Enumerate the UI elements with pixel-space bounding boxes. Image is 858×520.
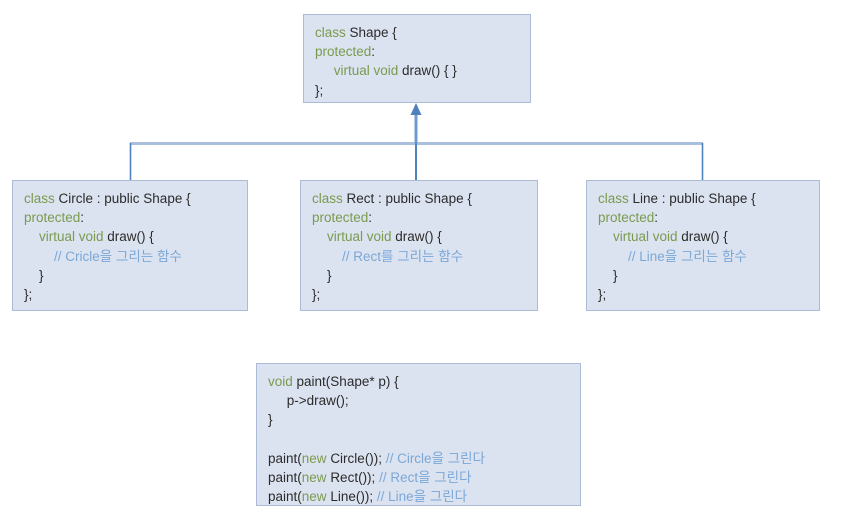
- code-line: }: [312, 266, 527, 285]
- code-token-id: paint(: [268, 489, 302, 505]
- code-token-kw: new: [301, 450, 331, 466]
- code-token-id: };: [315, 82, 324, 98]
- code-line: };: [312, 285, 527, 304]
- code-line: class Circle : public Shape {: [24, 189, 237, 208]
- code-token-id: paint(Shape* p) {: [296, 374, 399, 389]
- code-line: };: [598, 285, 809, 304]
- code-token-kw: new: [301, 489, 331, 505]
- code-token-id: };: [312, 287, 321, 303]
- code-line: virtual void draw() { }: [315, 61, 520, 80]
- code-line: class Shape {: [315, 23, 520, 42]
- code-token-id: :: [368, 210, 373, 226]
- code-token-id: draw() {: [395, 229, 442, 245]
- code-line: void paint(Shape* p) {: [268, 372, 570, 391]
- code-token-id: [312, 249, 342, 264]
- code-token-id: Rect : public Shape {: [346, 191, 472, 206]
- code-token-cm: // Line을 그리는 함수: [628, 248, 747, 264]
- code-line: // Line을 그리는 함수: [598, 247, 809, 266]
- code-token-kw: void: [268, 374, 297, 389]
- code-line: virtual void draw() {: [598, 227, 809, 246]
- code-token-id: paint(: [268, 470, 302, 486]
- class-box-shape: class Shape {protected: virtual void dra…: [303, 14, 531, 103]
- code-token-id: draw() {: [681, 229, 728, 245]
- code-token-id: :: [371, 44, 376, 60]
- code-token-id: Circle());: [330, 450, 386, 466]
- code-line: protected:: [598, 208, 809, 227]
- class-box-circle: class Circle : public Shape {protected: …: [12, 180, 248, 311]
- code-token-kw: new: [301, 470, 331, 486]
- code-token-cm: // Circle을 그린다: [385, 450, 485, 466]
- code-token-id: [598, 249, 628, 264]
- code-token-id: [24, 249, 54, 264]
- code-token-id: :: [80, 210, 85, 226]
- code-token-kw: virtual void: [613, 229, 682, 245]
- code-token-kw: class: [312, 191, 347, 206]
- code-token-id: [268, 432, 272, 447]
- code-line: [268, 430, 570, 449]
- code-token-cm: // Rect를 그리는 함수: [342, 248, 464, 264]
- code-token-id: Rect());: [330, 470, 380, 486]
- code-token-kw: class: [315, 25, 350, 40]
- code-token-cm: // Rect을 그린다: [379, 470, 472, 486]
- code-token-id: [24, 229, 39, 244]
- code-line: }: [598, 266, 809, 285]
- code-token-kw: class: [24, 191, 59, 206]
- code-line: protected:: [24, 208, 237, 227]
- code-token-id: }: [312, 267, 332, 283]
- code-line: // Cricle을 그리는 함수: [24, 247, 237, 266]
- code-token-id: p->draw();: [268, 393, 349, 409]
- code-line: };: [315, 81, 520, 100]
- code-token-kw: protected: [598, 210, 655, 226]
- code-token-id: }: [268, 412, 273, 428]
- code-line: paint(new Line()); // Line을 그린다: [268, 487, 570, 505]
- code-line: }: [268, 410, 570, 429]
- class-box-rect: class Rect : public Shape {protected: vi…: [300, 180, 538, 311]
- code-line: virtual void draw() {: [312, 227, 527, 246]
- code-token-kw: virtual void: [39, 229, 108, 245]
- code-line: paint(new Rect()); // Rect을 그린다: [268, 468, 570, 487]
- code-line: protected:: [315, 42, 520, 61]
- code-line: class Line : public Shape {: [598, 189, 809, 208]
- code-token-id: Line : public Shape {: [632, 191, 756, 206]
- code-token-id: }: [24, 267, 44, 283]
- code-line: virtual void draw() {: [24, 227, 237, 246]
- code-box-paint: void paint(Shape* p) { p->draw();} paint…: [256, 363, 581, 506]
- code-line: class Rect : public Shape {: [312, 189, 527, 208]
- code-token-id: };: [598, 287, 607, 303]
- code-token-id: paint(: [268, 450, 302, 466]
- code-token-id: :: [654, 210, 659, 226]
- code-token-cm: // Line을 그린다: [376, 489, 468, 505]
- code-token-kw: virtual void: [327, 229, 396, 245]
- code-token-id: draw() { }: [402, 63, 457, 79]
- code-token-cm: // Cricle을 그리는 함수: [54, 248, 182, 264]
- code-token-id: Circle : public Shape {: [58, 191, 191, 206]
- code-token-id: Shape {: [349, 25, 397, 40]
- class-box-line: class Line : public Shape {protected: vi…: [586, 180, 820, 311]
- code-token-kw: virtual void: [333, 63, 403, 79]
- code-token-id: };: [24, 287, 33, 303]
- code-line: // Rect를 그리는 함수: [312, 247, 527, 266]
- code-line: p->draw();: [268, 391, 570, 410]
- code-token-id: }: [598, 267, 618, 283]
- code-token-kw: protected: [312, 210, 369, 226]
- code-token-id: [598, 229, 613, 244]
- inheritance-arrowhead-icon: [410, 103, 422, 115]
- code-line: };: [24, 285, 237, 304]
- code-token-kw: protected: [24, 210, 81, 226]
- code-token-id: [315, 63, 334, 78]
- code-token-kw: protected: [315, 44, 372, 60]
- code-line: }: [24, 266, 237, 285]
- code-token-kw: class: [598, 191, 633, 206]
- code-line: paint(new Circle()); // Circle을 그린다: [268, 449, 570, 468]
- code-token-id: [312, 229, 327, 244]
- code-line: protected:: [312, 208, 527, 227]
- code-token-id: draw() {: [107, 229, 154, 245]
- code-token-id: Line());: [330, 489, 377, 505]
